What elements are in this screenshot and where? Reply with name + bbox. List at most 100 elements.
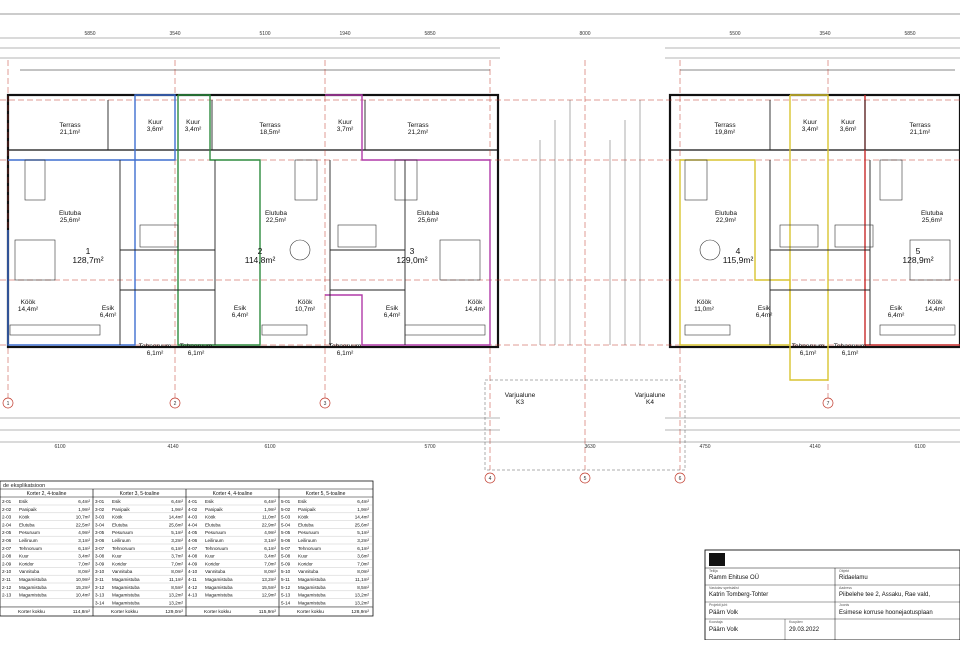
unit-labels: 1 128,7m² 2 114,8m² 3 129,0m² 4 115,9m² … <box>72 246 933 265</box>
dim-top-6: 8000 <box>579 31 590 37</box>
table-cell-area: 12,9m² <box>262 593 277 598</box>
dining-table-icon <box>14 239 56 281</box>
table-cell-area: 7,0m² <box>264 561 276 566</box>
table-cell-room: Panipaik <box>298 507 316 512</box>
table-cell-area: 6,4m² <box>78 499 90 504</box>
table-cell-room: Tehnoruum <box>205 546 228 551</box>
room-area-kook4: 11,0m² <box>694 306 715 313</box>
table-cell-code: 5-07 <box>281 546 291 551</box>
dim-bottom-7: 4140 <box>809 444 820 450</box>
room-area-kuur1: 3,6m² <box>147 126 164 133</box>
room-label-teh4: Tehnoruum <box>792 343 825 350</box>
responsible-person: Katrin Tomberg-Tohter <box>709 592 768 598</box>
table-cell-code: 2-07 <box>2 546 12 551</box>
dim-bottom-2: 4140 <box>167 444 178 450</box>
center-dimension-lines <box>484 100 686 471</box>
dim-top-7: 5500 <box>729 31 740 37</box>
top-dimension-texts: 5850 3540 5100 1940 5850 8000 5500 3540 … <box>84 31 915 37</box>
table-cell-code: 4-05 <box>188 530 198 535</box>
room-label-kuur4: Kuur <box>803 119 818 126</box>
table-cell-room: Kuur <box>298 554 308 559</box>
table-total-label: Korter kokku <box>18 609 45 615</box>
sofa-icon <box>394 159 418 201</box>
room-label-teh2: Tehnoruum <box>180 343 213 350</box>
room-label-teh5: Tehnoruum <box>834 343 867 350</box>
table-cell-area: 8,0m² <box>171 569 183 574</box>
table-cell-room: Magamistuba <box>205 577 233 582</box>
table-cell-code: 3-02 <box>95 507 105 512</box>
sofa-icon <box>24 159 46 201</box>
table-cell-room: Koridor <box>19 561 34 566</box>
room-area-teh3: 6,1m² <box>337 350 354 357</box>
table-cell-area: 8,0m² <box>357 569 369 574</box>
room-area-terrass4: 19,8m² <box>715 129 736 136</box>
table-cell-area: 4,9m² <box>78 530 90 535</box>
table-cell-room: Magamistuba <box>19 577 47 582</box>
table-cell-room: Pesuruum <box>19 530 40 535</box>
room-area-esik4: 6,4m² <box>756 312 773 319</box>
room-label-kook1: Köök <box>21 299 37 306</box>
table-total-value: 129,0m² <box>165 609 183 615</box>
table-cell-room: Elutuba <box>205 522 221 527</box>
axis-label-2: 2 <box>174 401 177 407</box>
furniture <box>9 159 956 336</box>
table-cell-code: 3-11 <box>95 577 104 582</box>
sofa-icon <box>879 159 903 201</box>
table-cell-room: Vannituba <box>112 569 133 574</box>
axis-label-7: 7 <box>827 401 830 407</box>
room-label-elu4: Elutuba <box>715 210 737 217</box>
room-label-elu1: Elutuba <box>59 210 81 217</box>
project-lead: Päärn Volk <box>709 610 739 616</box>
table-cell-code: 4-03 <box>188 515 198 520</box>
room-area-esik3: 6,4m² <box>384 312 401 319</box>
room-area-elu5: 25,6m² <box>922 217 943 224</box>
dining-table-icon <box>909 239 951 281</box>
table-cell-room: Magamistuba <box>298 577 326 582</box>
table-header: Korter 2, 4-toaline <box>27 491 67 497</box>
table-cell-room: Leiliruum <box>205 538 224 543</box>
room-label-esik4: Esik <box>758 305 771 312</box>
table-cell-area: 8,0m² <box>78 569 90 574</box>
title-block: Tellija Ramm Ehituse OÜ Vastutav spetsia… <box>704 549 960 641</box>
table-cell-code: 5-04 <box>281 522 291 527</box>
table-total-label: Korter kokku <box>204 609 231 615</box>
room-area-kuur4: 3,4m² <box>802 126 819 133</box>
axis-marker-1 <box>2 397 14 409</box>
kitchen-counter-icon <box>9 324 101 336</box>
kitchen-counter-icon <box>684 324 731 336</box>
room-label-kook3: Köök <box>468 299 484 306</box>
caption-tellija: Tellija <box>709 569 718 573</box>
caption-aadress: Aadress <box>839 586 852 590</box>
table-cell-room: Kuur <box>205 554 215 559</box>
table-cell-room: Kuur <box>19 554 29 559</box>
room-label-kook2: Köök <box>298 299 314 306</box>
axis-marker-7 <box>822 397 834 409</box>
dim-top-3: 5100 <box>259 31 270 37</box>
dim-top-4: 1940 <box>339 31 350 37</box>
table-cell-area: 3,4m² <box>78 554 90 559</box>
table-cell-area: 10,7m² <box>76 515 91 520</box>
table-cell-room: Panipaik <box>19 507 37 512</box>
table-cell-area: 3,4m² <box>264 554 276 559</box>
table-cell-code: 5-11 <box>281 577 290 582</box>
room-area-terrass3: 21,2m² <box>408 129 429 136</box>
room-area-teh2: 6,1m² <box>188 350 205 357</box>
table-cell-area: 13,2m² <box>355 600 370 605</box>
table-cell-area: 6,4m² <box>171 499 183 504</box>
sofa-icon <box>684 159 708 201</box>
dim-top-8: 3540 <box>819 31 830 37</box>
table-cell-code: 3-03 <box>95 515 105 520</box>
table-cell-code: 5-06 <box>281 538 291 543</box>
room-area-kuur3: 3,7m² <box>337 126 354 133</box>
dim-top-9: 5850 <box>904 31 915 37</box>
table-cell-room: Koridor <box>298 561 313 566</box>
table-cell-area: 3,7m² <box>171 554 183 559</box>
caption-joonis: Joonis <box>839 603 849 607</box>
room-label-esik3: Esik <box>386 305 399 312</box>
axis-marker-2 <box>169 397 181 409</box>
table-cell-code: 2-10 <box>2 569 12 574</box>
table-cell-room: Leiliruum <box>298 538 317 543</box>
table-cell-area: 3,1m² <box>78 538 90 543</box>
sauna-bench-icon <box>834 224 874 248</box>
